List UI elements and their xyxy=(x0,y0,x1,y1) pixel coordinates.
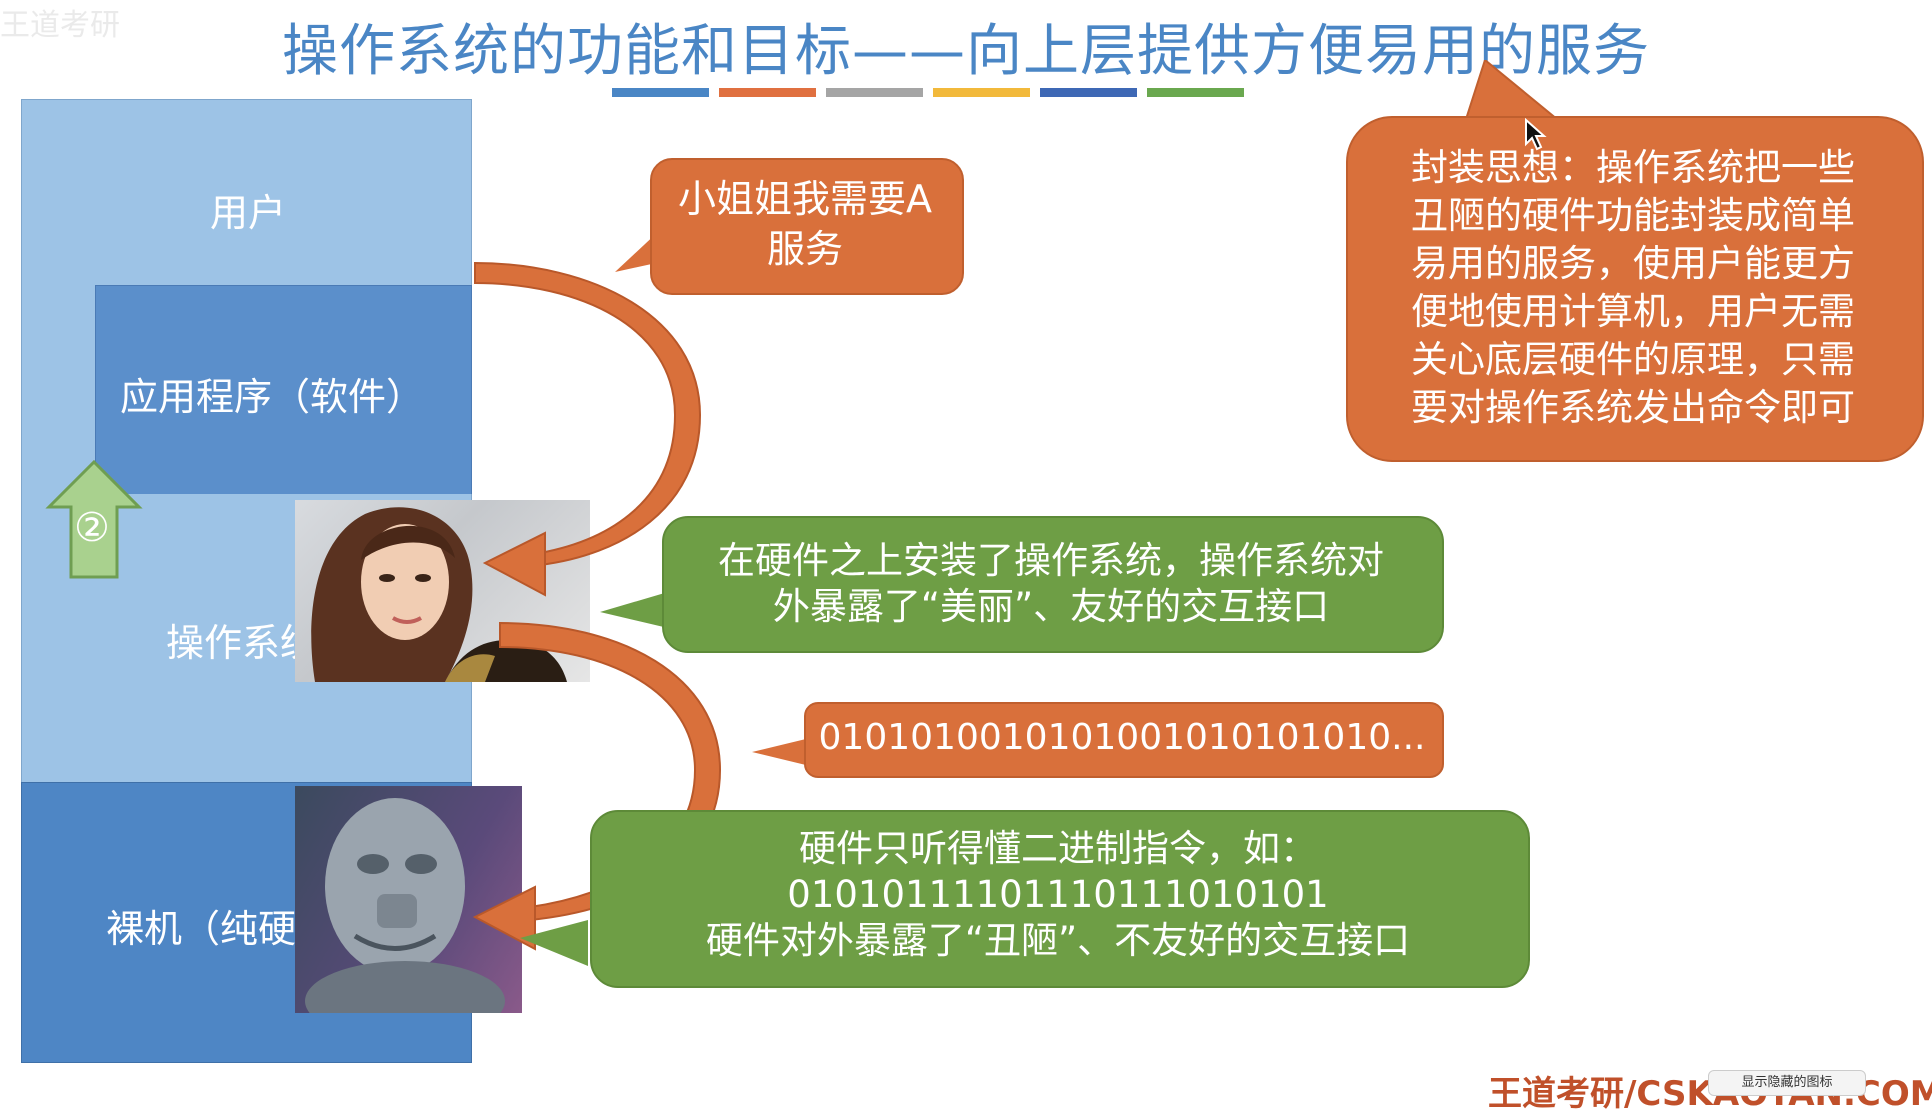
request-line: 服务 xyxy=(650,224,960,274)
binary-bubble-tail xyxy=(752,738,812,768)
title-underline xyxy=(612,88,1244,98)
encapsulation-line: 封装思想：操作系统把一些 xyxy=(1346,144,1920,192)
tray-tooltip: 显示隐藏的图标 xyxy=(1708,1070,1866,1096)
encapsulation-bubble-text: 封装思想：操作系统把一些 丑陋的硬件功能封装成简单 易用的服务，使用户能更方 便… xyxy=(1346,144,1920,432)
arrow-head-os xyxy=(485,533,545,595)
os-interface-bubble-text: 在硬件之上安装了操作系统，操作系统对 外暴露了“美丽”、友好的交互接口 xyxy=(662,538,1440,630)
encapsulation-line: 便地使用计算机，用户无需 xyxy=(1346,288,1920,336)
underline-segment xyxy=(612,88,709,97)
underline-segment xyxy=(933,88,1030,97)
binary-bubble-text: 0101010010101001010101010... xyxy=(804,716,1440,760)
encapsulation-line: 要对操作系统发出命令即可 xyxy=(1346,384,1920,432)
underline-segment xyxy=(719,88,816,97)
request-line: 小姐姐我需要A xyxy=(650,174,960,224)
hardware-interface-line: 01010111101110111010101 xyxy=(590,872,1526,918)
underline-segment xyxy=(1147,88,1244,97)
step-badge: ② xyxy=(74,505,110,551)
encapsulation-line: 易用的服务，使用户能更方 xyxy=(1346,240,1920,288)
hardware-interface-line: 硬件对外暴露了“丑陋”、不友好的交互接口 xyxy=(590,918,1526,964)
app-layer: 应用程序（软件） xyxy=(95,285,472,496)
os-interface-line: 外暴露了“美丽”、友好的交互接口 xyxy=(662,584,1440,630)
encapsulation-line: 丑陋的硬件功能封装成简单 xyxy=(1346,192,1920,240)
underline-segment xyxy=(1040,88,1137,97)
arrow-app-to-os xyxy=(475,263,700,565)
os-interface-bubble-tail xyxy=(600,590,670,630)
hardware-interface-bubble-text: 硬件只听得懂二进制指令，如： 01010111101110111010101 硬… xyxy=(590,826,1526,964)
app-layer-label: 应用程序（软件） xyxy=(120,366,424,421)
page-title: 操作系统的功能和目标——向上层提供方便易用的服务 xyxy=(0,6,1932,87)
request-bubble-text: 小姐姐我需要A 服务 xyxy=(650,174,960,274)
user-layer-label: 用户 xyxy=(210,182,286,237)
os-interface-line: 在硬件之上安装了操作系统，操作系统对 xyxy=(662,538,1440,584)
encapsulation-line: 关心底层硬件的原理，只需 xyxy=(1346,336,1920,384)
hardware-interface-line: 硬件只听得懂二进制指令，如： xyxy=(590,826,1526,872)
hardware-interface-bubble-tail xyxy=(520,920,590,970)
underline-segment xyxy=(826,88,923,97)
mouse-pointer-icon xyxy=(1524,118,1548,152)
